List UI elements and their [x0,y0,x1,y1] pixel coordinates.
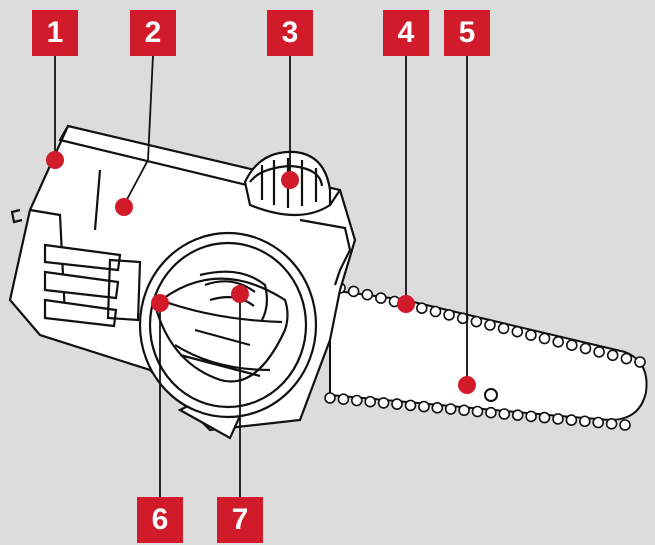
chain-link [404,399,417,412]
chain-link [552,335,565,348]
chain-link [538,411,551,424]
chain-link [347,285,360,298]
hotspot-dot-3[interactable] [281,171,299,189]
badge-3[interactable]: 3 [267,10,313,56]
chain-link [458,404,470,417]
hotspot-dot-6[interactable] [151,294,169,312]
chain-link [415,302,428,315]
badge-7[interactable]: 7 [217,497,263,543]
hotspot-dot-4[interactable] [397,295,415,313]
chain-link [429,305,442,318]
chain-link [619,419,631,431]
chain-link [538,332,551,345]
chain-link [497,322,510,335]
badge-1-label: 1 [46,16,64,49]
badge-3-label: 3 [281,16,299,49]
chain-link [361,288,374,301]
chain-link [605,417,618,430]
badge-6-label: 6 [151,503,169,536]
chain-link [337,393,350,406]
chain-link [418,400,430,413]
chain-link [511,409,524,422]
hotspot-dot-2[interactable] [115,198,133,216]
hotspot-dot-5[interactable] [458,376,476,394]
badge-7-label: 7 [231,503,249,536]
chain-link [350,394,363,407]
badge-6[interactable]: 6 [137,497,183,543]
chain-link [485,406,497,419]
chain-link [579,342,592,355]
chain-link [443,309,455,321]
chain-link [377,397,390,409]
chain-link [565,339,578,352]
chain-link [470,315,483,328]
chain-link [364,395,377,408]
chain-link [606,349,619,362]
chain-link [552,413,564,425]
badge-1[interactable]: 1 [32,10,78,56]
badge-4[interactable]: 4 [383,10,429,56]
chain-link [634,356,646,368]
chain-link [525,410,537,423]
chain-link [511,325,524,338]
chain-link [431,401,444,414]
chain-cover [138,231,318,419]
chain-link [592,416,605,429]
chain-link [444,403,457,415]
chain-link [375,292,387,304]
chain-link [324,392,336,404]
chain-link [471,405,484,418]
chain-link [525,329,537,341]
chain-link [484,319,496,331]
badge-2-label: 2 [144,16,162,49]
callout-leaders [54,54,468,500]
chain-link [565,414,578,426]
chain-link [620,352,633,365]
chain-link [578,415,591,428]
badge-5[interactable]: 5 [444,10,490,56]
badge-2[interactable]: 2 [130,10,176,56]
chain-link [391,398,403,410]
badge-4-label: 4 [397,16,415,49]
hotspot-dot-7[interactable] [231,285,249,303]
chain-link [498,408,511,420]
hotspot-dot-1[interactable] [46,151,64,169]
callout-dots [46,151,476,394]
chain-link [593,346,605,358]
badge-5-label: 5 [458,16,476,49]
